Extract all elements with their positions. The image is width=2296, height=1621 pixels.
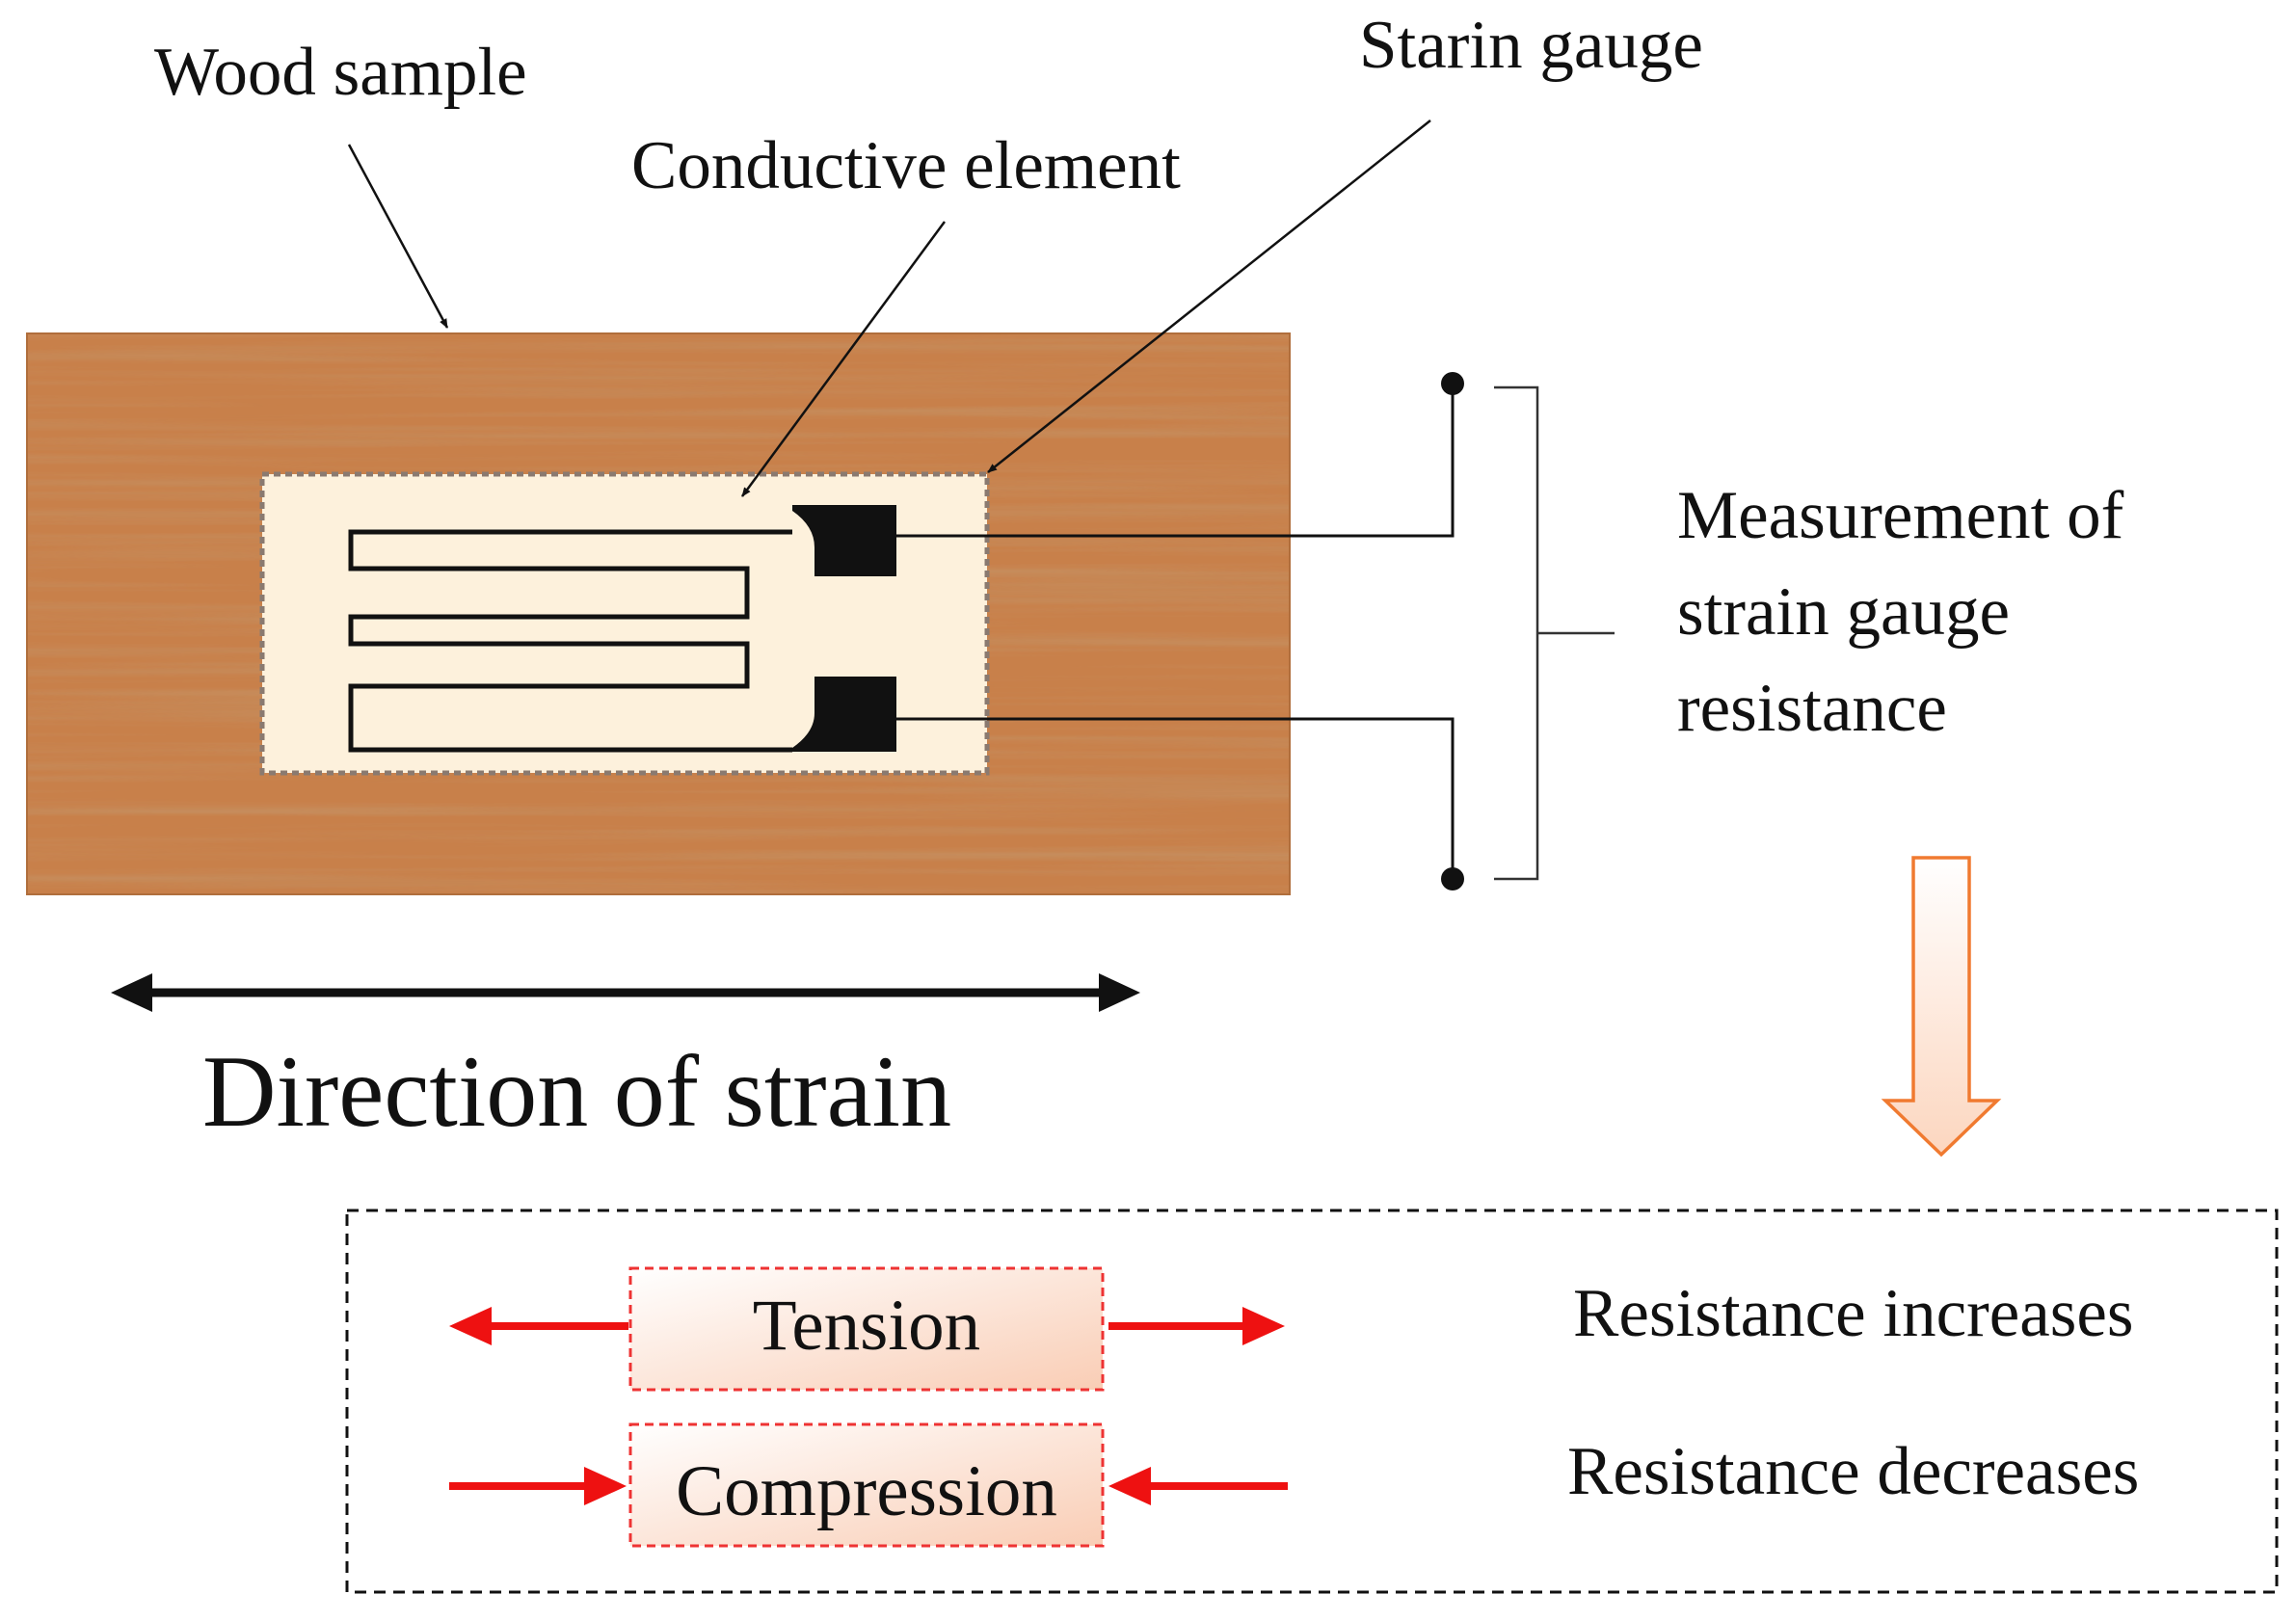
wood-sample-outline: [26, 332, 1291, 895]
tension-left-arrow-head: [449, 1307, 492, 1345]
direction-of-strain-arrow: [111, 973, 1140, 1012]
direction-of-strain-label: Direction of strain: [202, 1035, 951, 1148]
leader-lines: [347, 120, 1431, 497]
tension-label: Tension: [753, 1286, 980, 1366]
compression-box: [628, 1422, 1105, 1548]
compression-arrows: [449, 1467, 1288, 1505]
compression-result-label: Resistance decreases: [1567, 1434, 2139, 1509]
tension-result-label: Resistance increases: [1573, 1276, 2134, 1351]
conductive-element-leader: [740, 221, 947, 497]
strain-arrow-left-head: [111, 973, 152, 1012]
wood-sample-leader: [347, 144, 449, 329]
lower-lead-wire: [896, 717, 1455, 879]
measurement-label-line3: resistance: [1677, 671, 1947, 746]
conductive-element-label: Conductive element: [631, 128, 1181, 203]
compression-right-arrow-head: [1108, 1467, 1151, 1505]
lead-wires: [896, 384, 1455, 879]
measurement-bracket: [1494, 385, 1615, 881]
conductor-grid-path: [348, 529, 792, 753]
strain-gauge-leader: [987, 120, 1431, 473]
strain-gauge-label: Starin gauge: [1359, 8, 1703, 83]
compression-label: Compression: [676, 1451, 1057, 1531]
tension-arrows: [449, 1307, 1285, 1345]
tension-right-arrow-head: [1242, 1307, 1285, 1345]
conductive-element: [348, 529, 792, 753]
lower-solder-pad: [792, 677, 896, 752]
upper-solder-pad: [792, 505, 896, 576]
lower-terminal-dot: [1441, 867, 1464, 890]
measurement-label-line2: strain gauge: [1677, 574, 2010, 650]
wood-sample-label: Wood sample: [154, 35, 527, 110]
strain-arrow-right-head: [1099, 973, 1140, 1012]
compression-left-arrow-head: [584, 1467, 627, 1505]
upper-terminal-dot: [1441, 372, 1464, 395]
tension-box: [628, 1266, 1105, 1392]
result-down-arrow: [1881, 856, 2002, 1157]
measurement-label-line1: Measurement of: [1677, 478, 2124, 553]
legend-box: [345, 1209, 2279, 1594]
upper-lead-wire: [896, 384, 1455, 538]
